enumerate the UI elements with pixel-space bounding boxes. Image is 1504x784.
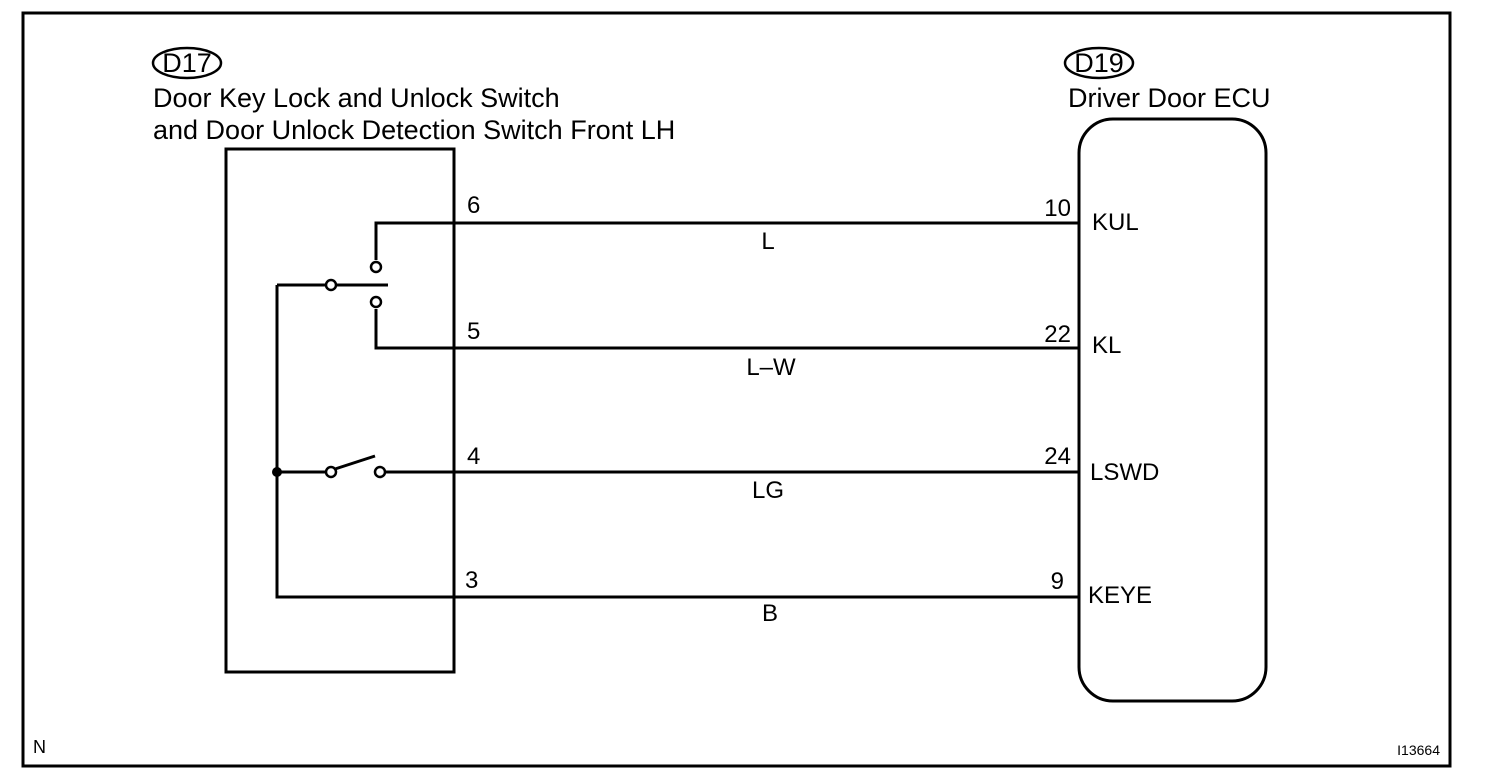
d17-pin: 4 [467,443,480,470]
footer-left-mark: N [33,737,46,757]
wire-color: LG [752,477,784,504]
d19-pin: 22 [1044,321,1071,348]
d19-terminal: KUL [1092,209,1139,236]
d19-code-oval [1063,46,1135,80]
d19-terminal: KEYE [1088,582,1152,609]
wire-color: L [761,228,774,255]
d19-pin: 24 [1044,443,1071,470]
d17-switch-box [224,147,456,674]
d19-terminal: KL [1092,332,1121,359]
lock-unlock-switch [277,221,454,350]
d19-pin: 10 [1044,195,1071,222]
d17-name-line1: Door Key Lock and Unlock Switch [153,83,560,113]
d19-code: D19 [1074,48,1124,78]
d19-pin: 9 [1051,568,1064,595]
d17-code-oval [151,46,223,80]
common-bus [275,285,454,599]
d19-ecu-box [1077,117,1268,703]
wire-color: B [762,600,778,627]
d17-pin: 5 [467,318,480,345]
unlock-detection-switch [277,454,454,479]
junction-dot [272,467,282,477]
d19-terminal: LSWD [1090,459,1159,486]
figure-id: I13664 [1397,742,1440,758]
d17-pin: 6 [467,192,480,219]
d17-name-line2: and Door Unlock Detection Switch Front L… [153,115,675,145]
wire-color: L–W [746,354,796,381]
diagram-frame [21,11,1452,768]
d17-code: D17 [162,48,212,78]
d19-name: Driver Door ECU [1068,83,1271,113]
d17-pin: 3 [465,567,478,594]
